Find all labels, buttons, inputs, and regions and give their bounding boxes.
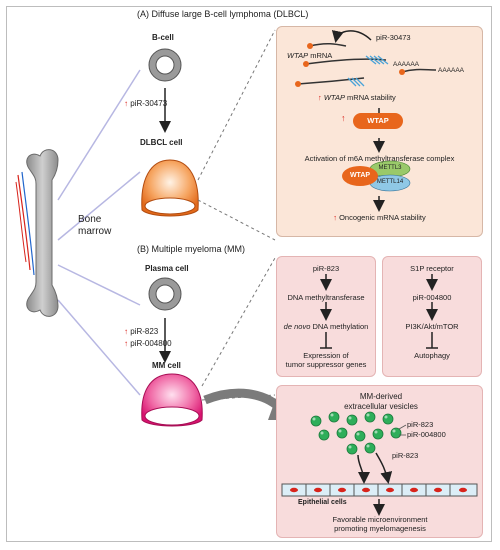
mm-cell-label: MM cell (152, 361, 181, 370)
mm-cell-icon (141, 373, 203, 427)
wtap-mrna-strand (305, 58, 387, 65)
up-arrow-icon: ↑ (318, 93, 322, 102)
up-arrow-icon: ↑ (124, 99, 128, 108)
panel-a-activation: Activation of m6A methyltransferase comp… (304, 154, 455, 163)
vesicle (310, 415, 322, 427)
mettl14-label: METTL14 (376, 179, 404, 185)
panel-a-pirna: piR-30473 (376, 33, 411, 42)
curved-arrow (331, 29, 372, 43)
pirna-strand (309, 42, 347, 47)
b-cell-label: B-cell (152, 33, 174, 42)
panel-b2-graphics (426, 274, 438, 349)
polya-tail-1: AAAAAA (393, 61, 420, 68)
polya-tail-2: AAAAAA (438, 67, 465, 74)
dlbcl-cell-label: DLBCL cell (140, 138, 183, 147)
wtap-badge: WTAP (367, 116, 389, 125)
up-arrow-icon: ↑ (333, 213, 337, 222)
vesicle (390, 427, 402, 439)
b3-outcome: Favorable microenvironment promoting mye… (332, 515, 428, 533)
b2-pathway: PI3K/Akt/mTOR (405, 322, 459, 331)
mrna-strand-2 (297, 77, 365, 85)
dlbcl-pirna-label: ↑ piR-30473 (124, 99, 168, 108)
callout-line (197, 199, 276, 241)
vesicle (328, 411, 340, 423)
b2-receptor: S1P receptor (410, 264, 454, 273)
callout-line (201, 257, 276, 387)
panel-a-wtap-mrna: WTAP mRNA (287, 51, 333, 60)
section-b-title: (B) Multiple myeloma (MM) (137, 244, 246, 254)
epithelial-layer (281, 483, 478, 497)
vesicle (354, 430, 366, 442)
b3-ev-pirna-2: piR-004800 (407, 430, 446, 439)
callout-line (197, 29, 276, 181)
up-arrow-icon: ↑ (124, 339, 128, 348)
b-cell-icon (148, 48, 182, 82)
wtap-badge-shape (353, 113, 403, 129)
b3-epithelial-label: Epithelial cells (298, 499, 347, 506)
mm-pirna-label-1: ↑ piR-823 (124, 327, 159, 336)
dlbcl-cell-icon (141, 159, 199, 217)
b3-title: MM-derived extracellular vesicles (344, 392, 418, 411)
plasma-cell-icon (148, 277, 182, 311)
figure-frame (6, 6, 492, 542)
vesicle (318, 429, 330, 441)
vesicle (346, 443, 358, 455)
plasma-cell-label: Plasma cell (145, 264, 189, 273)
connector-line (57, 69, 141, 201)
mettl3-label: METTL3 (378, 165, 402, 171)
panel-a-stability: ↑ WTAP mRNA stability (318, 93, 396, 102)
vesicle (382, 413, 394, 425)
b3-ev-pirna-1: piR-823 (407, 420, 434, 429)
complex-wtap-label: WTAP (349, 172, 371, 179)
up-arrow-icon: ↑ (341, 113, 346, 123)
panel-b1-graphics (320, 274, 332, 349)
vesicle-cluster (310, 411, 402, 455)
b1-step3: Expression of tumor suppressor genes (285, 351, 367, 369)
connector-line (57, 171, 141, 241)
b2-outcome: Autophagy (414, 351, 450, 360)
helix-icon (365, 55, 389, 65)
up-arrow-icon: ↑ (124, 327, 128, 336)
connector-line (57, 264, 141, 306)
vesicle (372, 428, 384, 440)
section-a-title: (A) Diffuse large B-cell lymphoma (DLBCL… (137, 9, 309, 19)
b1-pirna: piR-823 (312, 264, 340, 273)
connector-line (57, 299, 141, 396)
b1-step2: de novo DNA methylation (283, 322, 369, 331)
vesicle (364, 411, 376, 423)
panel-b3-graphics (281, 411, 478, 516)
wtap-complex-shape (342, 166, 378, 186)
b2-pirna: piR-004800 (412, 293, 452, 302)
panel-a-graphics (295, 29, 437, 212)
panel-a-oncogenic: ↑ Oncogenic mRNA stability (333, 213, 426, 222)
bone-label: Bone marrow (78, 214, 112, 237)
vesicle (364, 442, 376, 454)
b1-step1: DNA methyltransferase (287, 293, 365, 302)
bone-icon (15, 149, 59, 317)
b3-transfer-pirna: piR-823 (392, 451, 419, 460)
vesicle (346, 414, 358, 426)
vesicle (336, 427, 348, 439)
mm-pirna-label-2: ↑ piR-004800 (124, 339, 172, 348)
